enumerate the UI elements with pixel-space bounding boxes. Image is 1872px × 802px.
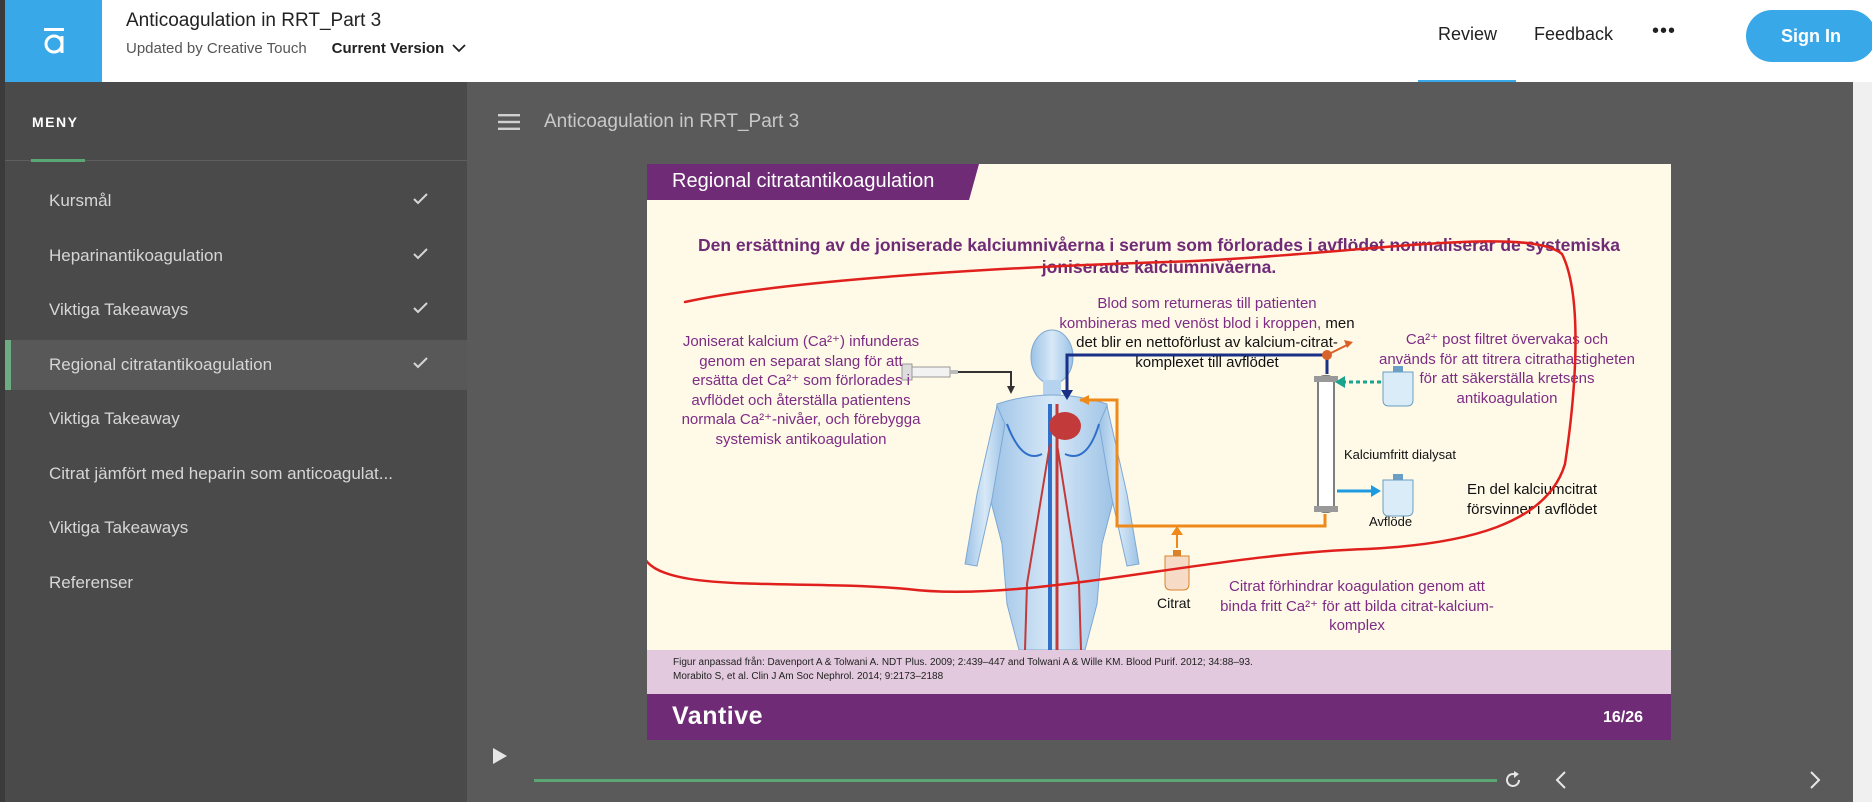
version-label: Current Version bbox=[331, 40, 445, 57]
check-icon bbox=[413, 357, 428, 369]
sign-in-button[interactable]: Sign In bbox=[1746, 10, 1872, 62]
sidebar-item-viktiga-takeaways-2[interactable]: Viktiga Takeaways bbox=[5, 503, 467, 553]
reference-bar: Figur anpassad från: Davenport A & Tolwa… bbox=[647, 650, 1671, 694]
sidebar-item-viktiga-takeaways-1[interactable]: Viktiga Takeaways bbox=[5, 285, 467, 335]
sidebar-heading: MENY bbox=[32, 114, 79, 130]
review-active-indicator bbox=[1418, 80, 1516, 83]
slide-progress-bar[interactable] bbox=[534, 779, 1497, 782]
dialysate-label: Kalciumfritt dialysat bbox=[1344, 447, 1456, 462]
lesson-title: Anticoagulation in RRT_Part 3 bbox=[544, 111, 800, 132]
sidebar-item-label: Referenser bbox=[49, 573, 134, 592]
check-icon bbox=[413, 248, 428, 260]
reference-text: Figur anpassad från: Davenport A & Tolwa… bbox=[673, 656, 1253, 684]
slide-footer: Vantive 16/26 bbox=[647, 694, 1671, 740]
sidebar-item-label: Viktiga Takeaway bbox=[49, 409, 180, 428]
nav-review[interactable]: Review bbox=[1438, 24, 1498, 44]
sidebar-heading-underline bbox=[31, 159, 85, 162]
slide-page-number: 16/26 bbox=[1603, 709, 1644, 726]
brand-logo[interactable] bbox=[5, 0, 102, 82]
chevron-down-icon bbox=[452, 44, 466, 53]
version-selector[interactable]: Current Version bbox=[332, 40, 467, 57]
slide-title-tag: Regional citratantikoagulation bbox=[647, 164, 979, 200]
slide: Regional citratantikoagulation Den ersät… bbox=[647, 164, 1671, 740]
lesson-content-area: Anticoagulation in RRT_Part 3 Regional c… bbox=[467, 82, 1872, 802]
sidebar-item-label: Kursmål bbox=[49, 191, 112, 210]
effluent-description: En del kalciumcitrat försvinner i avflöd… bbox=[1467, 481, 1598, 518]
chevron-right-icon[interactable] bbox=[1807, 770, 1823, 790]
sidebar-item-label: Viktiga Takeaways bbox=[49, 518, 189, 537]
dialyzer-filter bbox=[1314, 375, 1338, 513]
nav-feedback[interactable]: Feedback bbox=[1534, 24, 1614, 44]
citrate-label: Citrat bbox=[1157, 595, 1191, 611]
right-edge-panel bbox=[1853, 82, 1872, 802]
reference-line-1: Figur anpassad från: Davenport A & Tolwa… bbox=[673, 657, 1253, 668]
left-edge-strip bbox=[0, 0, 5, 802]
reference-line-2: Morabito S, et al. Clin J Am Soc Nephrol… bbox=[673, 671, 944, 682]
more-options-icon[interactable]: ••• bbox=[1652, 20, 1677, 42]
citrate-bag bbox=[1164, 550, 1190, 591]
replay-icon[interactable] bbox=[1502, 769, 1524, 791]
chevron-left-icon[interactable] bbox=[1553, 770, 1569, 790]
effluent-bag bbox=[1382, 474, 1414, 517]
citrate-mechanism-text: Citrat förhindrar koagulation genom att … bbox=[1220, 578, 1494, 634]
top-header: Anticoagulation in RRT_Part 3 Updated by… bbox=[0, 0, 1872, 83]
sidebar-item-heparinantikoagulation[interactable]: Heparinantikoagulation bbox=[5, 231, 467, 281]
play-icon[interactable] bbox=[489, 744, 511, 768]
return-blood-text: Blod som returneras till patienten kombi… bbox=[1057, 294, 1357, 372]
sidebar-item-referenser[interactable]: Referenser bbox=[5, 558, 467, 608]
check-icon bbox=[413, 302, 428, 314]
calcium-infusion-text: Joniserat kalcium (Ca²⁺) infunderas geno… bbox=[681, 333, 921, 448]
sidebar-item-label: Viktiga Takeaways bbox=[49, 300, 189, 319]
sidebar-menu: MENY Kursmål Heparinantikoagulation Vikt… bbox=[5, 82, 467, 802]
sidebar-divider bbox=[5, 160, 467, 161]
course-title: Anticoagulation in RRT_Part 3 bbox=[126, 10, 382, 31]
access-line bbox=[1080, 398, 1327, 528]
sidebar-item-kursmal[interactable]: Kursmål bbox=[5, 176, 467, 226]
updated-by-text: Updated by Creative Touch bbox=[126, 40, 307, 57]
course-subline: Updated by Creative Touch Current Versio… bbox=[126, 40, 466, 57]
sidebar-item-viktiga-takeaway[interactable]: Viktiga Takeaway bbox=[5, 394, 467, 444]
brand-a-icon bbox=[43, 28, 64, 54]
post-filter-monitoring-text: Ca²⁺ post filtret övervakas och används … bbox=[1379, 331, 1635, 407]
brand-wordmark: Vantive bbox=[672, 702, 764, 730]
return-blood-text-purple: Blod som returneras till patienten kombi… bbox=[1059, 295, 1322, 332]
sidebar-item-label: Citrat jämfört med heparin som anticoagu… bbox=[49, 464, 393, 483]
effluent-label: Avflöde bbox=[1369, 514, 1413, 529]
check-icon bbox=[413, 193, 428, 205]
sidebar-item-label: Regional citratantikoagulation bbox=[49, 355, 273, 374]
hamburger-icon[interactable] bbox=[498, 114, 520, 130]
sidebar-item-label: Heparinantikoagulation bbox=[49, 246, 223, 265]
sidebar-item-citrat-vs-heparin[interactable]: Citrat jämfört med heparin som anticoagu… bbox=[5, 449, 467, 499]
sidebar-item-regional-citratantikoagulation[interactable]: Regional citratantikoagulation bbox=[5, 340, 467, 390]
human-body-illustration bbox=[964, 329, 1140, 650]
